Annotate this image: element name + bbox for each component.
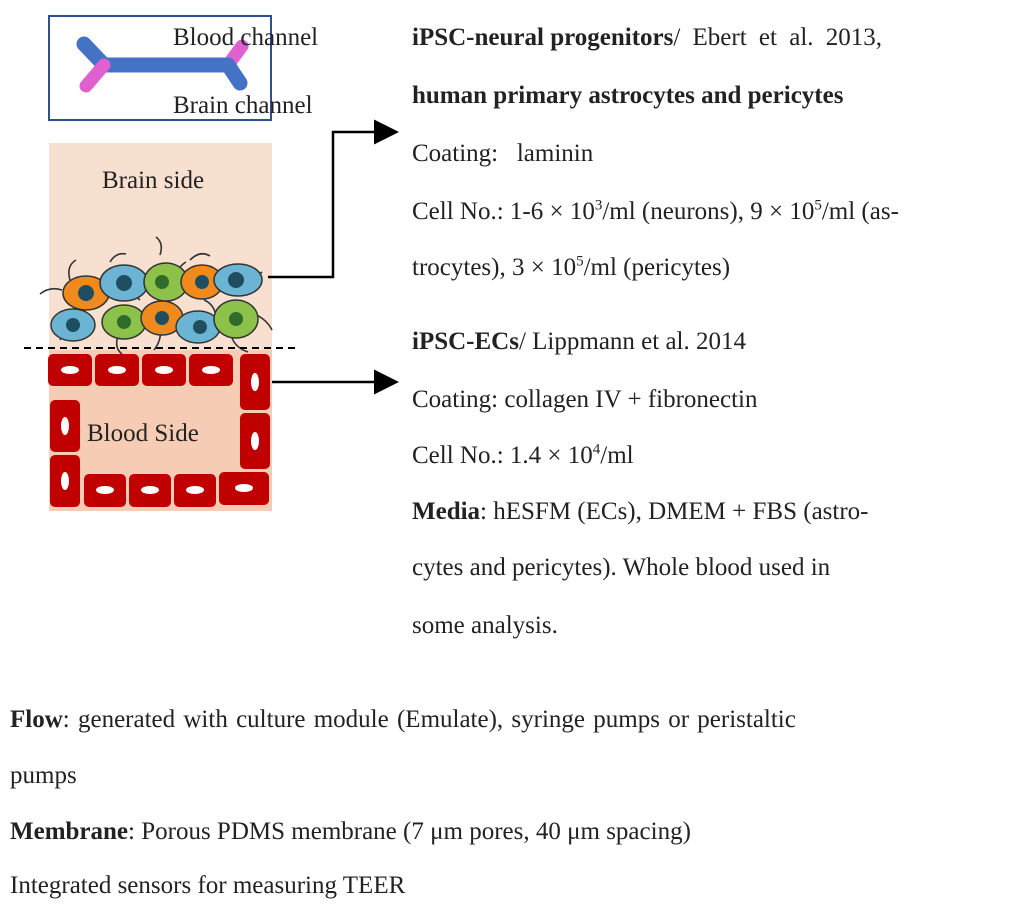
blood-channel-label: Blood channel [173, 24, 318, 51]
neural-source-line: iPSC-neural progenitors/ Ebert et al. 20… [412, 24, 883, 51]
endothelial-cell [129, 474, 171, 507]
ec-cell-number: Cell No.: 1.4 × 104/ml [412, 441, 634, 469]
ec-coating: Coating: collagen IV + fibronectin [412, 386, 758, 413]
brain-cell-number-cont: trocytes), 3 × 105/ml (pericytes) [412, 253, 731, 281]
blood-side-label: Blood Side [87, 420, 199, 447]
cross-section: Brain side Blood Side [24, 143, 298, 511]
membrane-line-text: Membrane: Porous PDMS membrane (7 μm por… [10, 818, 691, 845]
brain-arrow [268, 119, 399, 279]
endothelial-cell [240, 413, 270, 469]
endothelial-cell [50, 455, 80, 507]
endothelial-cell [84, 474, 126, 507]
brain-channel-label: Brain channel [173, 92, 313, 119]
blood-channel-right-arm [220, 57, 248, 91]
endothelial-cell [189, 354, 233, 386]
flow-line: Flow: generated with culture module (Emu… [10, 706, 796, 733]
brain-cell-cluster [39, 236, 273, 355]
brain-side-label: Brain side [102, 167, 204, 194]
media-line: Media: hESFM (ECs), DMEM + FBS (astro- [412, 498, 869, 525]
channel-schematic: Blood channel Brain channel [48, 15, 318, 121]
ec-source-line: iPSC-ECs/ Lippmann et al. 2014 [412, 328, 747, 355]
endothelial-cell [174, 474, 216, 507]
glia-cell-type: human primary astrocytes and pericytes [412, 82, 844, 109]
flow-line-cont: pumps [10, 762, 77, 789]
media-line-end: some analysis. [412, 612, 558, 639]
endothelial-cell [95, 354, 139, 386]
brain-coating: Coating: laminin [412, 140, 594, 167]
brain-cell-number: Cell No.: 1-6 × 103/ml (neurons), 9 × 10… [412, 197, 899, 225]
brain-channel-left-arm [79, 58, 111, 93]
endothelial-cell [48, 354, 92, 386]
endothelial-cell [50, 400, 80, 452]
neural-cell-type: iPSC-neural progenitors [412, 24, 674, 51]
ec-cell-type: iPSC-ECs [412, 328, 519, 355]
media-line-cont: cytes and pericytes). Whole blood used i… [412, 554, 831, 581]
endothelial-layer [48, 354, 270, 507]
endothelial-cell [219, 472, 269, 505]
endothelial-cell [240, 354, 270, 410]
endothelial-cell [142, 354, 186, 386]
sensors-line: Integrated sensors for measuring TEER [10, 872, 406, 899]
